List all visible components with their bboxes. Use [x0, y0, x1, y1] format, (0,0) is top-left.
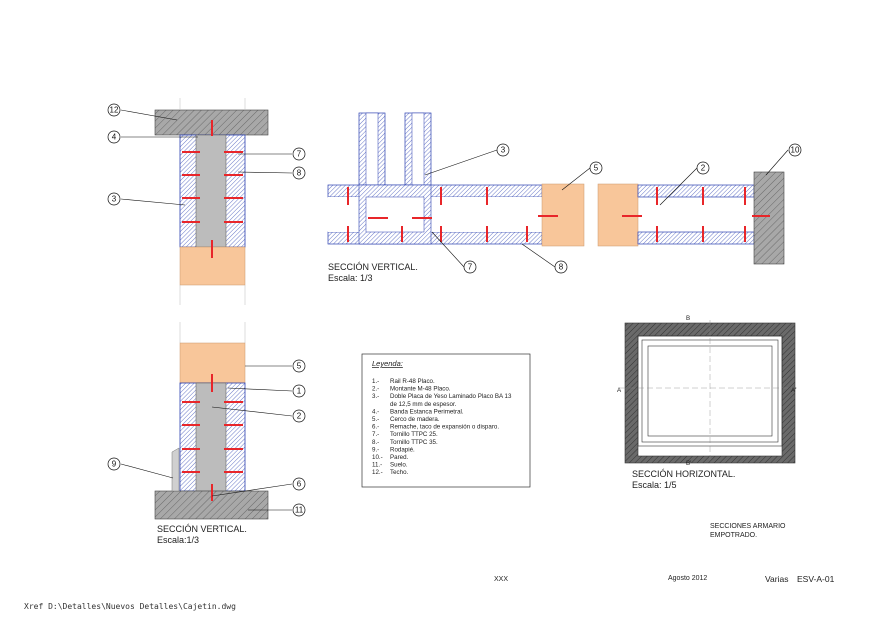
- screws: [347, 187, 770, 242]
- section-title: SECCIÓN VERTICAL.: [157, 524, 247, 534]
- callout-number: 3: [501, 146, 506, 155]
- callout-number: 10: [791, 146, 800, 155]
- stud: [195, 134, 227, 248]
- screws: [182, 374, 243, 501]
- drawing-title: SECCIONES ARMARIO: [710, 523, 786, 530]
- callout-number: 1: [297, 387, 302, 396]
- legend-item-number: 8.-: [372, 439, 379, 446]
- legend: Leyenda: 1.- Rail R-48 Placo. 2.- Montante …: [361, 353, 531, 488]
- callout-number: 11: [295, 506, 304, 515]
- bottom-left-callouts: 5 1 2 9 6 11: [107, 359, 306, 517]
- top-left-callouts: 12 4 3 7 8: [107, 103, 306, 206]
- section-title: SECCIÓN HORIZONTAL.: [632, 469, 735, 479]
- title-block: SECCIONES ARMARIO EMPOTRADO. XXX Agosto …: [24, 523, 835, 611]
- xref-path: Xref D:\Detalles\Nuevos Detalles\Cajetin…: [24, 602, 236, 611]
- sheet-label: Varias: [765, 574, 788, 584]
- section-mark: A: [617, 387, 622, 394]
- section-mark: A': [791, 387, 796, 394]
- callout-number: 9: [112, 460, 117, 469]
- legend-item-text: de 12,5 mm de espesor.: [390, 401, 457, 408]
- legend-item-text: Doble Placa de Yeso Laminado Placo BA 13: [390, 393, 512, 400]
- callout-number: 12: [110, 106, 119, 115]
- legend-item-number: 12.-: [372, 469, 383, 476]
- horizontal-section: B B' A A' SECCIÓN HORIZONTAL. Escala: 1/…: [617, 315, 800, 490]
- xxx-label: XXX: [494, 576, 508, 583]
- callout-number: 4: [112, 133, 117, 142]
- callout-number: 3: [112, 195, 117, 204]
- callout-number: 8: [297, 169, 302, 178]
- wall: [753, 171, 785, 265]
- top-left-section: 12 4 3 7 8: [107, 98, 306, 305]
- top-right-section: 3 5 2 10 7 8 SECCIÓN VERTICAL. Escala: 1…: [327, 112, 802, 283]
- legend-item-number: 1.-: [372, 378, 379, 385]
- legend-item-number: 5.-: [372, 416, 379, 423]
- callout-number: 5: [297, 362, 302, 371]
- callout-number: 2: [701, 164, 706, 173]
- legend-item-text: Techo.: [390, 469, 409, 476]
- top-right-callouts: 3 5 2 10 7 8: [463, 143, 802, 274]
- section-mark: B': [686, 460, 691, 467]
- date-label: Agosto 2012: [668, 575, 707, 582]
- legend-box: [361, 353, 531, 488]
- section-scale: Escala: 1/3: [328, 273, 373, 283]
- legend-item-number: 10.-: [372, 454, 383, 461]
- legend-item-text: Tornillo TTPC 25.: [390, 431, 438, 438]
- drawing-code: ESV-A-01: [797, 574, 835, 584]
- legend-item-text: Tornillo TTPC 35.: [390, 439, 438, 446]
- legend-item-text: Remache, taco de expansión o disparo.: [390, 424, 499, 431]
- callout-number: 7: [468, 263, 473, 272]
- legend-item-number: 11.-: [372, 462, 382, 469]
- callout-number: 6: [297, 480, 302, 489]
- legend-item-text: Pared.: [390, 454, 409, 461]
- legend-item-text: Rail R-48 Placo.: [390, 378, 435, 385]
- bottom-left-section: 5 1 2 9 6 11 SECCIÓN VERTICAL. Escala:1/…: [107, 322, 306, 545]
- section-scale: Escala:1/3: [157, 535, 199, 545]
- callout-number: 2: [297, 412, 302, 421]
- legend-item-text: Cerco de madera.: [390, 416, 440, 423]
- callout-number: 7: [297, 150, 302, 159]
- legend-item-text: Suelo.: [390, 462, 408, 469]
- callout-number: 5: [594, 164, 599, 173]
- frame-inner: [647, 345, 773, 437]
- callout-number: 8: [559, 263, 564, 272]
- legend-item-number: 7.-: [372, 431, 379, 438]
- legend-item-text: Banda Estanca Perimetral.: [390, 408, 464, 415]
- legend-item-number: 2.-: [372, 386, 379, 393]
- legend-item-number: 3.-: [372, 393, 379, 400]
- legend-item-number: 4.-: [372, 408, 379, 415]
- legend-item-number: 6.-: [372, 424, 379, 431]
- skirting: [171, 447, 180, 492]
- section-mark: B: [686, 315, 690, 322]
- drawing-title: EMPOTRADO.: [710, 532, 757, 539]
- legend-item-text: Rodapié.: [390, 446, 415, 453]
- stud: [195, 382, 227, 492]
- legend-title: Leyenda:: [372, 359, 403, 368]
- section-scale: Escala: 1/5: [632, 480, 677, 490]
- legend-item-number: 9.-: [372, 446, 379, 453]
- section-title: SECCIÓN VERTICAL.: [328, 262, 418, 272]
- legend-item-text: Montante M-48 Placo.: [390, 386, 451, 393]
- screws: [182, 120, 243, 258]
